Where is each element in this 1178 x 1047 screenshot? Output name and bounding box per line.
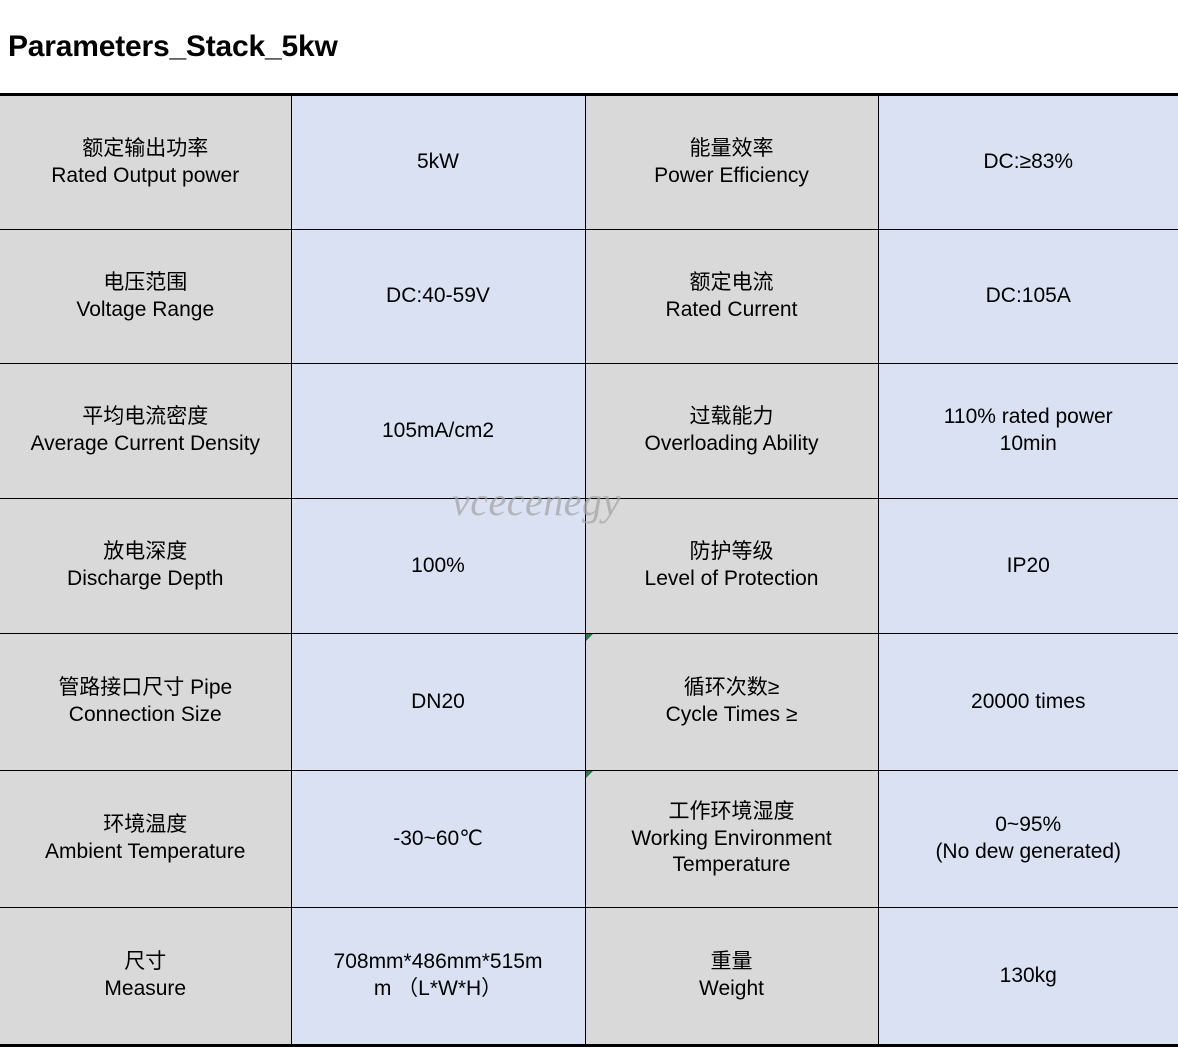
table-row: 环境温度 Ambient Temperature -30~60℃ 工作环境湿度 … xyxy=(0,770,1178,908)
parameter-label-cell: 过载能力 Overloading Ability xyxy=(584,363,879,499)
parameter-label-en: Overloading Ability xyxy=(644,432,819,455)
parameter-value-line: DC:≥83% xyxy=(983,150,1074,174)
parameter-value-line: 20000 times xyxy=(971,689,1086,713)
parameter-label-cell: 放电深度 Discharge Depth xyxy=(0,498,292,634)
parameter-label-cn: 工作环境湿度 xyxy=(668,799,795,823)
parameter-label-cn: 过载能力 xyxy=(689,405,774,429)
parameter-value-line: 105mA/cm2 xyxy=(381,418,495,442)
parameter-label-cn: 尺寸 xyxy=(124,950,167,974)
parameter-label-cn: 平均电流密度 xyxy=(82,405,209,429)
parameter-value-line: IP20 xyxy=(1006,553,1050,577)
parameter-label-cell: 电压范围 Voltage Range xyxy=(0,229,292,364)
parameter-label-cn: 重量 xyxy=(710,950,753,974)
parameter-value-cell: DC:40-59V xyxy=(290,229,586,364)
parameter-label-cell: 平均电流密度 Average Current Density xyxy=(0,363,292,499)
parameter-label-cell: 工作环境湿度 Working Environment Temperature xyxy=(584,770,879,908)
table-row: 额定输出功率 Rated Output power 5kW 能量效率 Power… xyxy=(0,94,1178,230)
parameter-label-en: Power Efficiency xyxy=(654,163,809,187)
parameter-value-line: m （L*W*H） xyxy=(373,977,503,1000)
parameter-value-line: 110% rated power xyxy=(943,405,1113,429)
parameter-value-cell: 5kW xyxy=(290,94,586,230)
parameter-label-cell: 能量效率 Power Efficiency xyxy=(584,94,879,230)
parameter-value-line: DC:105A xyxy=(985,284,1071,308)
table-row: 平均电流密度 Average Current Density 105mA/cm2… xyxy=(0,363,1178,499)
parameter-value-cell: DC:≥83% xyxy=(877,94,1178,230)
table-row: 管路接口尺寸 Pipe Connection Size DN20 循环次数≥ C… xyxy=(0,633,1178,771)
parameter-label-en: Voltage Range xyxy=(76,297,215,321)
parameter-label-en: Cycle Times ≥ xyxy=(665,703,798,726)
parameter-value-line: DN20 xyxy=(411,689,465,713)
parameter-value-cell: IP20 xyxy=(877,498,1178,634)
parameter-label-cn: 循环次数≥ xyxy=(683,676,780,700)
parameter-value-line: DC:40-59V xyxy=(386,284,490,308)
parameter-value-cell: 100% xyxy=(290,498,586,634)
parameter-value-cell: 105mA/cm2 xyxy=(290,363,586,499)
error-flag-icon xyxy=(586,771,593,778)
parameter-label-cell: 尺寸 Measure xyxy=(0,907,292,1046)
parameter-label-cn: 电压范围 xyxy=(103,270,188,294)
parameter-value-cell: DN20 xyxy=(290,633,586,771)
parameter-value-cell: 0~95% (No dew generated) xyxy=(877,770,1178,908)
table-row: 放电深度 Discharge Depth 100% 防护等级 Level of … xyxy=(0,498,1178,634)
parameter-label-en: Connection Size xyxy=(68,703,222,726)
parameter-label-en: Rated Current xyxy=(665,297,798,321)
page-title: Parameters_Stack_5kw xyxy=(8,29,338,63)
title-bar: Parameters_Stack_5kw xyxy=(0,0,1178,93)
parameter-label-cell: 重量 Weight xyxy=(584,907,879,1046)
parameter-label-cn: 防护等级 xyxy=(689,540,774,564)
parameter-value-line: 100% xyxy=(411,553,465,577)
parameter-label-cn: 能量效率 xyxy=(689,136,774,160)
parameter-value-cell: 110% rated power 10min xyxy=(877,363,1178,499)
table-row: 电压范围 Voltage Range DC:40-59V 额定电流 Rated … xyxy=(0,229,1178,364)
parameter-label-cell: 额定电流 Rated Current xyxy=(584,229,879,364)
table-row: 尺寸 Measure 708mm*486mm*515m m （L*W*H） 重量… xyxy=(0,907,1178,1046)
parameter-label-en: Working Environment Temperature xyxy=(631,826,832,877)
error-flag-icon xyxy=(586,634,593,641)
parameter-label-cell: 环境温度 Ambient Temperature xyxy=(0,770,292,908)
parameter-label-cell: 管路接口尺寸 Pipe Connection Size xyxy=(0,633,292,771)
parameter-label-en: Level of Protection xyxy=(644,567,819,590)
parameter-label-cn: 环境温度 xyxy=(103,813,188,837)
parameter-label-en: Discharge Depth xyxy=(67,567,224,590)
parameter-label-en: Weight xyxy=(699,977,764,1000)
parameter-value-line: 708mm*486mm*515m xyxy=(333,950,543,974)
parameter-label-cell: 额定输出功率 Rated Output power xyxy=(0,94,292,230)
parameter-label-en: Ambient Temperature xyxy=(45,840,246,863)
parameter-label-cn: 管路接口尺寸 Pipe xyxy=(58,676,233,700)
parameter-value-line: 10min xyxy=(999,432,1057,455)
parameter-label-cell: 防护等级 Level of Protection xyxy=(584,498,879,634)
parameter-label-cn: 额定电流 xyxy=(689,270,774,294)
parameter-label-cn: 额定输出功率 xyxy=(82,136,209,160)
parameter-value-line: (No dew generated) xyxy=(935,840,1122,863)
specifications-table: 额定输出功率 Rated Output power 5kW 能量效率 Power… xyxy=(0,93,1178,1047)
table-body: 额定输出功率 Rated Output power 5kW 能量效率 Power… xyxy=(0,94,1178,1046)
parameter-label-en: Measure xyxy=(104,977,187,1000)
parameter-value-cell: 20000 times xyxy=(877,633,1178,771)
parameter-value-cell: 708mm*486mm*515m m （L*W*H） xyxy=(290,907,586,1046)
parameter-value-line: 5kW xyxy=(417,150,459,174)
parameter-value-cell: 130kg xyxy=(877,907,1178,1046)
parameter-value-cell: DC:105A xyxy=(877,229,1178,364)
parameter-value-line: 130kg xyxy=(999,963,1057,987)
parameter-label-en: Rated Output power xyxy=(51,163,240,187)
parameter-value-line: 0~95% xyxy=(995,813,1062,837)
parameter-value-line: -30~60℃ xyxy=(393,826,483,850)
parameter-label-en: Average Current Density xyxy=(30,432,261,455)
parameter-value-cell: -30~60℃ xyxy=(290,770,586,908)
parameter-label-cn: 放电深度 xyxy=(103,540,188,564)
parameter-label-cell: 循环次数≥ Cycle Times ≥ xyxy=(584,633,879,771)
